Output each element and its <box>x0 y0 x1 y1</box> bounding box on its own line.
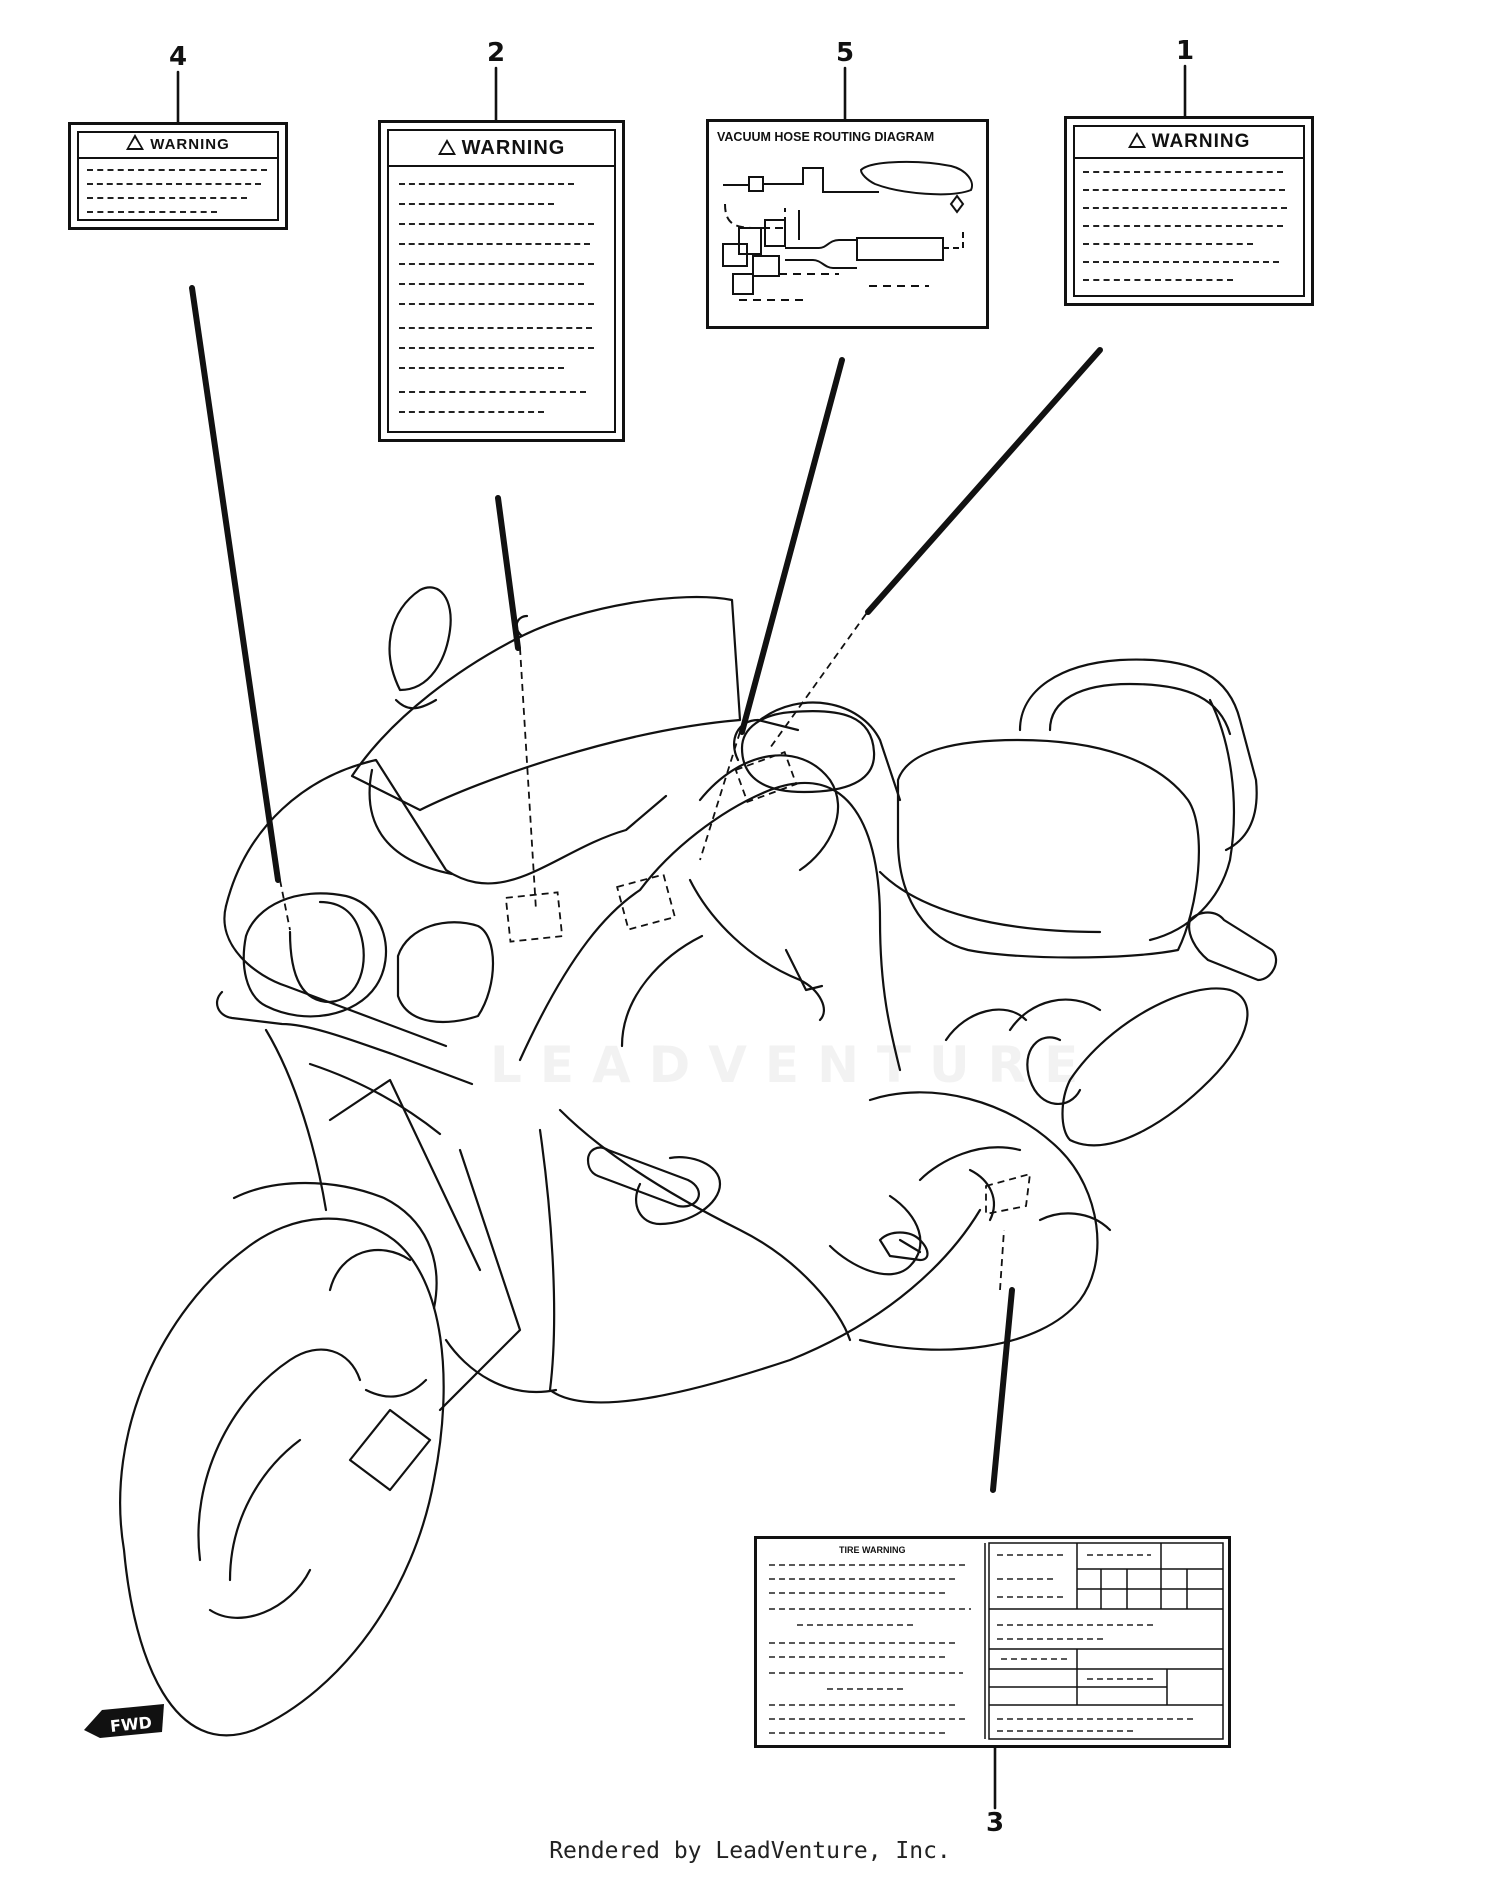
label-2-text-line <box>399 327 592 329</box>
label-3-title: TIRE WARNING <box>839 1545 906 1555</box>
label-2-text-line <box>399 263 594 265</box>
label-1-text-line <box>1083 243 1253 245</box>
label-2-text-line <box>399 367 564 369</box>
label-1-title: WARNING <box>1151 131 1251 152</box>
label-2-text-line <box>399 303 594 305</box>
label-2-title: WARNING <box>461 137 566 159</box>
label-5-title: VACUUM HOSE ROUTING DIAGRAM <box>717 130 935 144</box>
label-2-text-line <box>399 223 594 225</box>
label-2-text-line <box>399 183 574 185</box>
label-4-text-line <box>87 211 217 213</box>
label-2-warning[interactable]: WARNING <box>378 120 625 442</box>
label-2-text-line <box>399 283 584 285</box>
forward-arrow-text: FWD <box>109 1713 153 1736</box>
label-4-title: WARNING <box>150 136 230 153</box>
callout-4[interactable]: 4 <box>168 42 188 72</box>
label-1-inner: WARNING <box>1073 125 1305 297</box>
watermark: LEADVENTURE <box>490 1036 1097 1094</box>
label-1-text-line <box>1083 207 1287 209</box>
footer-credit: Rendered by LeadVenture, Inc. <box>549 1838 951 1864</box>
label-1-warning[interactable]: WARNING <box>1064 116 1314 306</box>
callout-2[interactable]: 2 <box>486 38 506 68</box>
label-2-text-line <box>399 391 586 393</box>
label-2-text-line <box>399 411 544 413</box>
label-1-text-line <box>1083 225 1283 227</box>
label-4-inner: WARNING <box>77 131 279 221</box>
label-2-header: WARNING <box>389 131 614 167</box>
label-4-warning[interactable]: WARNING <box>68 122 288 230</box>
label-2-text-line <box>399 243 590 245</box>
forward-arrow-icon: FWD <box>84 1704 164 1738</box>
warning-triangle-icon <box>1127 132 1146 148</box>
label-1-text-line <box>1083 279 1233 281</box>
callout-3[interactable]: 3 <box>985 1808 1005 1838</box>
callout-1[interactable]: 1 <box>1175 36 1195 66</box>
warning-triangle-icon <box>437 139 456 155</box>
label-4-text-line <box>87 169 267 171</box>
label-4-header: WARNING <box>79 133 277 159</box>
vacuum-hose-diagram <box>722 160 973 301</box>
tire-info-table <box>769 1542 1224 1740</box>
label-5-vacuum-hose[interactable]: VACUUM HOSE ROUTING DIAGRAM <box>706 119 989 329</box>
warning-triangle-icon <box>126 134 145 150</box>
callout-5[interactable]: 5 <box>835 38 855 68</box>
label-1-text-line <box>1083 171 1283 173</box>
label-1-header: WARNING <box>1075 127 1303 159</box>
label-1-text-line <box>1083 189 1285 191</box>
label-4-text-line <box>87 183 261 185</box>
label-2-text-line <box>399 203 554 205</box>
label-2-text-line <box>399 347 594 349</box>
label-2-inner: WARNING <box>387 129 616 433</box>
label-3-tire-warning[interactable]: TIRE WARNING <box>754 1536 1231 1748</box>
label-4-text-line <box>87 197 247 199</box>
label-1-text-line <box>1083 261 1279 263</box>
